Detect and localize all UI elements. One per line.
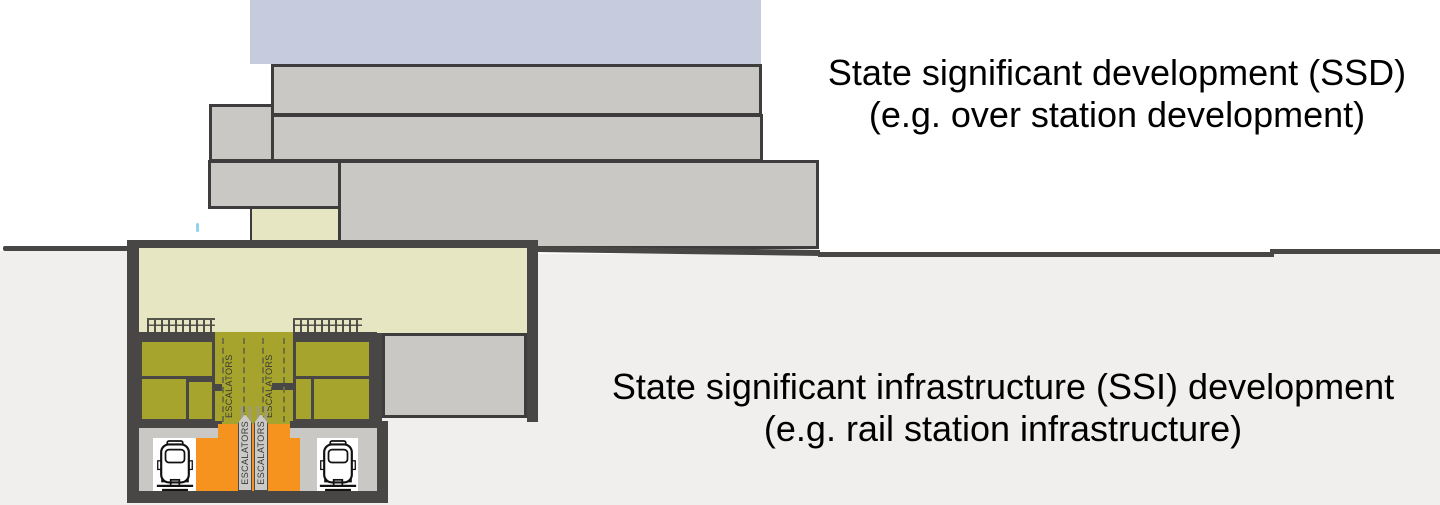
ssd-caption: State significant development (SSD) (e.g…: [810, 52, 1424, 136]
ssd-caption-line2: (e.g. over station development): [868, 94, 1366, 135]
ssi-caption-line1: State significant infrastructure (SSI) d…: [611, 366, 1395, 407]
room-left-upper: [139, 339, 215, 379]
escalator-void: [215, 332, 293, 425]
podium-block-row1: [271, 64, 762, 116]
underground-grey-box: [382, 333, 527, 418]
ssi-caption-line2: (e.g. rail station infrastructure): [763, 408, 1243, 449]
railing-icon-left: [147, 318, 215, 332]
platform-band-left: [139, 428, 218, 438]
platform-slab-left: [127, 421, 222, 429]
concourse-floor-right: [293, 332, 377, 339]
platform-pier-left: [139, 438, 153, 492]
station-wall-right-upper: [527, 241, 538, 422]
escalator-label: ESCALATORS: [239, 420, 250, 485]
station-roof-slab: [127, 240, 538, 251]
ground-line-far-right: [1270, 249, 1440, 254]
tower-block: [250, 0, 761, 64]
ground-line-left: [3, 246, 130, 251]
escalator-handrail: [249, 406, 251, 428]
room-left-lower-b: [186, 379, 215, 422]
escalator-label: ESCALATORS: [224, 354, 234, 418]
station-wall-mid-right: [372, 333, 382, 422]
ssi-caption: State significant infrastructure (SSI) d…: [590, 366, 1416, 450]
station-wall-right-lower: [377, 421, 388, 502]
platform-slab-right: [290, 421, 388, 429]
slab-stub-left: [213, 384, 222, 391]
ssd-caption-line1: State significant development (SSD): [827, 52, 1407, 93]
escalator-label: ESCALATORS: [255, 420, 266, 485]
podium-block-row2: [271, 114, 763, 162]
platform-pier-right: [358, 438, 377, 492]
escalator-handrail: [265, 406, 267, 428]
ground-line-right: [818, 252, 1274, 257]
soil-left: [0, 251, 132, 505]
escalator-shaft-right: ESCALATORS: [262, 338, 285, 422]
escalator-bank-left: ESCALATORS: [238, 414, 252, 491]
escalator-handrail: [241, 406, 243, 428]
podium-block-left-small: [209, 104, 274, 162]
concourse-floor-left: [139, 332, 215, 339]
platform-pier-mid-right: [300, 438, 317, 492]
room-left-lower-a: [139, 376, 189, 422]
train-icon-right: [319, 440, 357, 492]
escalator-handrail: [257, 406, 259, 428]
stray-mark: [196, 223, 199, 232]
room-right-lower-b: [311, 376, 372, 422]
podium-block-row3-main: [338, 160, 819, 249]
escalator-bank-right: ESCALATORS: [254, 414, 268, 491]
station-wall-left: [127, 241, 139, 502]
station-base-slab: [127, 491, 388, 503]
train-icon-left: [156, 440, 194, 492]
room-right-upper: [293, 339, 372, 379]
platform-band-right: [290, 428, 377, 438]
podium-block-row3-left: [208, 160, 341, 209]
escalator-shaft-left: ESCALATORS: [222, 338, 245, 422]
railing-icon-right: [293, 318, 362, 332]
